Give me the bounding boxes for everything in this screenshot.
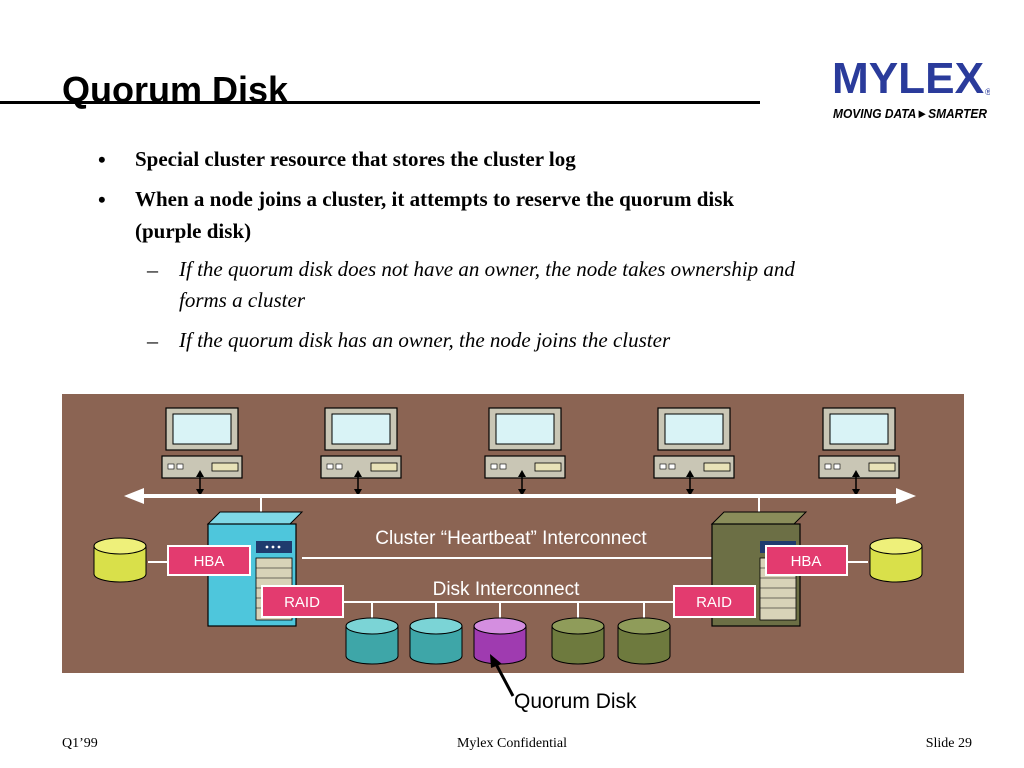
sub-bullet-text: If the quorum disk does not have an owne… [179, 254, 949, 316]
hba-badge-left: HBA [167, 545, 251, 576]
sub-bullet-marker: – [147, 257, 158, 282]
slide-title: Quorum Disk [62, 69, 289, 110]
mylex-logo: MYLEX ® MOVING DATA►SMARTER [832, 55, 990, 121]
logo-tagline: MOVING DATA►SMARTER [833, 106, 988, 121]
raid-badge-left: RAID [261, 585, 344, 618]
raid-badge-label: RAID [284, 594, 320, 611]
title-underline [0, 101, 760, 104]
network-bus-arrow [124, 488, 916, 504]
heartbeat-label: Cluster “Heartbeat” Interconnect [375, 528, 647, 549]
workstation-icon [818, 407, 900, 479]
hba-badge-label: HBA [194, 553, 225, 570]
raid-badge-label: RAID [696, 594, 732, 611]
logo-registered: ® [985, 87, 990, 97]
quorum-disk-purple [473, 617, 527, 665]
cluster-diagram: Cluster “Heartbeat” Interconnect [62, 394, 964, 673]
disk-yellow-left [93, 537, 147, 583]
sub-bullet-marker: – [147, 328, 158, 353]
sub-bullet-text: If the quorum disk has an owner, the nod… [179, 325, 949, 356]
raid-badge-right: RAID [673, 585, 756, 618]
bullet-line: Special cluster resource that stores the… [135, 147, 576, 171]
bullet-text: When a node joins a cluster, it attempts… [135, 183, 895, 247]
sub-bullet-line: forms a cluster [179, 288, 305, 312]
bullet-marker: • [98, 187, 106, 212]
bullet-line: When a node joins a cluster, it attempts… [135, 187, 735, 211]
quorum-disk-label: Quorum Disk [514, 690, 637, 713]
sub-bullet-line: If the quorum disk has an owner, the nod… [179, 328, 671, 352]
workstation-icon [484, 407, 566, 479]
footer-slide-number: Slide 29 [925, 736, 972, 751]
disk-teal [409, 617, 463, 665]
workstation-icon [653, 407, 735, 479]
logo-brand: MYLEX [832, 55, 984, 103]
footer-date: Q1’99 [62, 736, 98, 751]
workstation-icon [320, 407, 402, 479]
bullet-marker: • [98, 147, 106, 172]
disk-olive [551, 617, 605, 665]
hba-badge-right: HBA [765, 545, 848, 576]
disk-interconnect-label: Disk Interconnect [433, 579, 581, 600]
hba-badge-label: HBA [791, 553, 822, 570]
disk-yellow-right [869, 537, 923, 583]
bullet-text: Special cluster resource that stores the… [135, 143, 895, 175]
disk-teal [345, 617, 399, 665]
disk-olive [617, 617, 671, 665]
workstation-icon [161, 407, 243, 479]
quorum-pointer-arrow [490, 654, 515, 697]
bullet-line: (purple disk) [135, 219, 252, 243]
footer-confidential: Mylex Confidential [456, 736, 568, 751]
sub-bullet-line: If the quorum disk does not have an owne… [179, 257, 795, 281]
